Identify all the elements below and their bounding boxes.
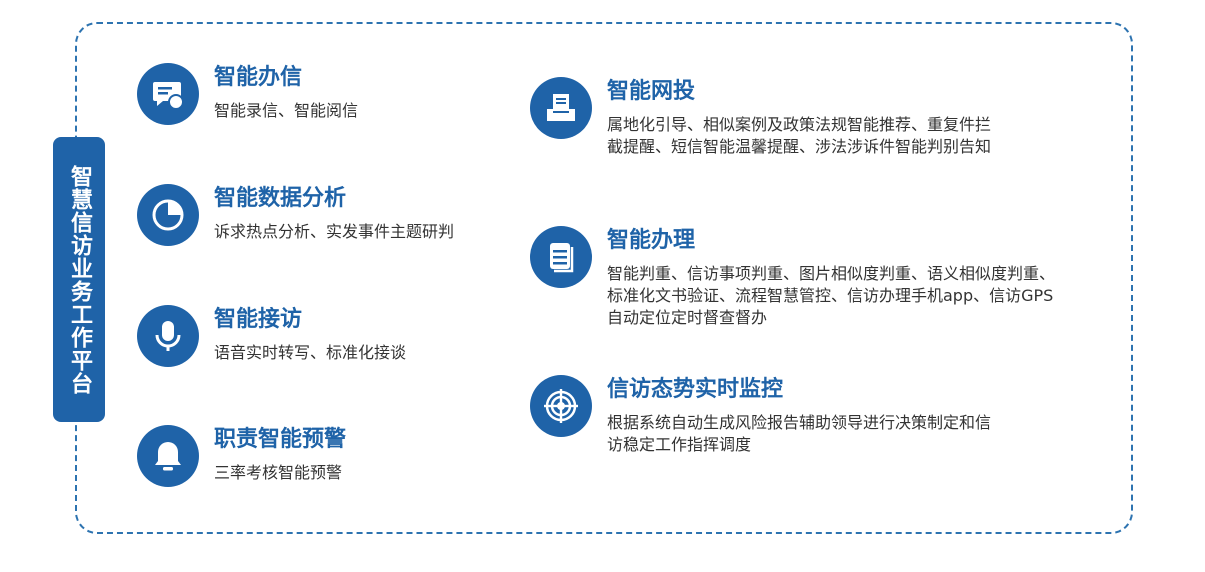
feature-title: 信访态势实时监控 [607, 377, 784, 402]
feature-smart-handling: 智能办理 智能判重、信访事项判重、图片相似度判重、语义相似度判重、 标准化文书验… [530, 226, 1127, 329]
inbox-tray-icon [530, 77, 592, 139]
feature-realtime-monitoring: 信访态势实时监控 根据系统自动生成风险报告辅助领导进行决策制定和信 访稳定工作指… [530, 375, 1127, 456]
feature-desc: 语音实时转写、标准化接谈 [214, 343, 407, 362]
feature-smart-letter: 智能办信 智能录信、智能阅信 [137, 63, 524, 125]
chat-bubble-icon [137, 63, 199, 125]
feature-title: 智能办信 [214, 65, 303, 90]
feature-title: 智能网投 [607, 79, 696, 104]
feature-title: 智能办理 [607, 228, 696, 253]
documents-icon [530, 226, 592, 288]
target-icon [530, 375, 592, 437]
platform-side-label: 智慧信访业务工作平台 [53, 137, 105, 422]
feature-duty-warning: 职责智能预警 三率考核智能预警 [137, 425, 524, 487]
feature-data-analysis: 智能数据分析 诉求热点分析、实发事件主题研判 [137, 184, 524, 246]
feature-smart-reception: 智能接访 语音实时转写、标准化接谈 [137, 305, 524, 367]
platform-title: 智慧信访业务工作平台 [67, 164, 92, 395]
feature-title: 智能数据分析 [214, 186, 347, 211]
bell-icon [137, 425, 199, 487]
feature-desc: 三率考核智能预警 [214, 463, 343, 482]
feature-desc: 智能录信、智能阅信 [214, 101, 359, 120]
feature-desc: 根据系统自动生成风险报告辅助领导进行决策制定和信 访稳定工作指挥调度 [607, 413, 992, 454]
feature-title: 职责智能预警 [214, 427, 347, 452]
feature-desc: 诉求热点分析、实发事件主题研判 [214, 222, 455, 241]
pie-chart-icon [137, 184, 199, 246]
feature-online-complaint: 智能网投 属地化引导、相似案例及政策法规智能推荐、重复件拦 截提醒、短信智能温馨… [530, 77, 1127, 158]
feature-desc: 属地化引导、相似案例及政策法规智能推荐、重复件拦 截提醒、短信智能温馨提醒、涉法… [607, 115, 992, 156]
microphone-icon [137, 305, 199, 367]
feature-title: 智能接访 [214, 307, 303, 332]
feature-desc: 智能判重、信访事项判重、图片相似度判重、语义相似度判重、 标准化文书验证、流程智… [607, 264, 1056, 327]
